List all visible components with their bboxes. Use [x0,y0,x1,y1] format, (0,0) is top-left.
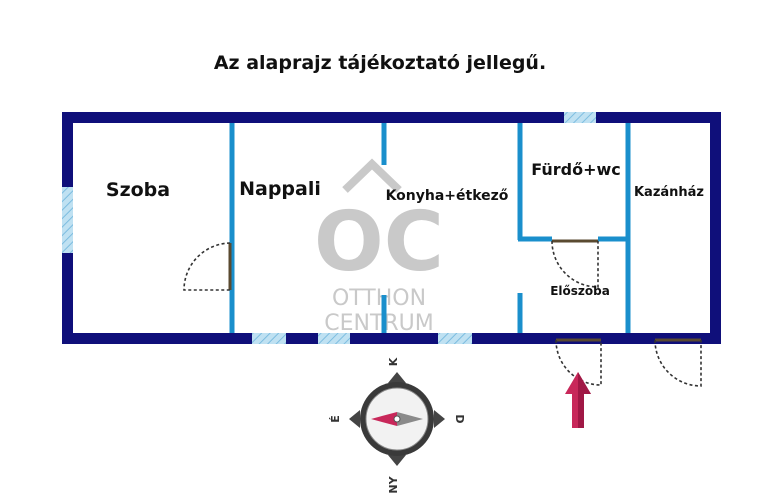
room-labels: Szoba Nappali Konyha+étkező Fürdő+wc Kaz… [106,160,704,298]
room-label-furdo: Fürdő+wc [531,160,621,179]
compass-needle-west [371,412,397,426]
door-szoba [183,242,232,291]
entrance-arrow-icon [565,372,591,428]
window-bottom-1 [252,333,286,344]
door-furdo [551,239,599,288]
room-label-szoba: Szoba [106,179,170,201]
room-label-kazanhaz: Kazánház [634,185,704,200]
window-bottom-2 [318,333,350,344]
door-kazanhaz [654,338,702,387]
interior-walls [229,121,631,334]
compass-needle-east [397,412,423,426]
room-label-nappali: Nappali [239,178,321,200]
window-bottom-3 [438,333,472,344]
window-top [564,112,596,123]
otthon-centrum-watermark: OC OTTHON CENTRUM [314,158,444,336]
compass-label-south: NY [387,475,400,493]
doors [183,239,702,387]
compass-label-east: D [453,414,466,423]
watermark-line1: OTTHON [332,286,426,311]
watermark-line2: CENTRUM [324,311,434,336]
compass-label-west: É [329,415,342,423]
watermark-roof [342,158,402,193]
watermark-monogram: OC [314,195,444,290]
windows [62,112,596,344]
plan-title: Az alaprajz tájékoztató jellegű. [213,52,547,74]
room-label-konyha: Konyha+étkező [386,188,509,204]
compass-icon: K NY D É [329,357,466,493]
room-label-eloszoba: Előszoba [550,284,610,298]
door-entrance [555,338,602,386]
window-left [62,187,73,253]
compass-label-north: K [387,357,400,366]
